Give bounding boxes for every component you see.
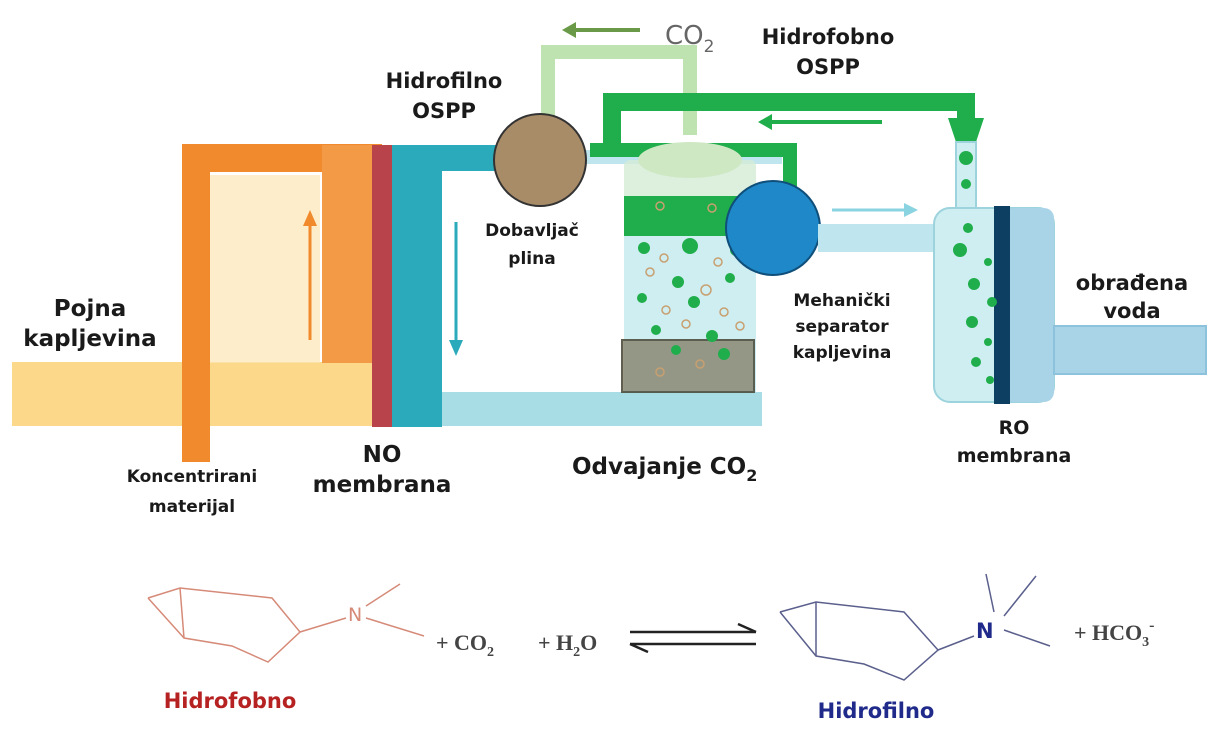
hydrophilic-molecule (779, 573, 1051, 681)
hydrophilic-nitrogen: N (976, 619, 994, 643)
hydrophilic-caption: Hidrofilno (818, 699, 935, 723)
bubble (672, 276, 684, 288)
bubble (695, 359, 705, 369)
bubble (713, 257, 723, 267)
pipe-to-ro (818, 224, 938, 252)
bubble (700, 284, 712, 296)
green-return-arrow (758, 114, 882, 130)
mechanical-separator (725, 180, 821, 276)
draw-flow-arrow (449, 222, 463, 356)
bubble (671, 345, 681, 355)
bubble (707, 203, 717, 213)
plus-co2: + CO2 (436, 630, 494, 660)
ro-vessel (933, 141, 1055, 404)
ro-bubble (984, 338, 992, 346)
ro-bubble (987, 297, 997, 307)
hydrophobic-molecule (147, 583, 425, 663)
co2-outlet-label: CO2 (665, 21, 714, 57)
co2-separation-column (621, 142, 756, 393)
filter-block (621, 339, 755, 393)
feed-stream-pale (210, 175, 320, 363)
ro-bubble (968, 278, 980, 290)
bubble (655, 367, 665, 377)
bubble (651, 325, 661, 335)
bubble (645, 267, 655, 277)
bubble (638, 242, 650, 254)
bubble (719, 307, 729, 317)
hydrophobic-caption: Hidrofobno (164, 689, 297, 713)
bubble (735, 321, 745, 331)
bubble (718, 348, 730, 360)
ro-bubbles (953, 223, 997, 384)
bubble (682, 238, 698, 254)
bubble (688, 296, 700, 308)
bubble (725, 273, 735, 283)
co2-arrow (562, 22, 640, 38)
bubble (681, 319, 691, 329)
bubble (659, 253, 669, 263)
ro-bubble (966, 316, 978, 328)
bubble (635, 209, 645, 219)
ro-bubble (963, 223, 973, 233)
hydrophobic-nitrogen: N (348, 604, 362, 626)
bubble (637, 293, 647, 303)
ro-bubble (984, 258, 992, 266)
gas-supplier (493, 113, 587, 207)
ro-bubble (971, 357, 981, 367)
ro-bubble (986, 376, 994, 384)
ro-feed-arrow (832, 203, 918, 217)
co2-separation-label: Odvajanje CO2 (572, 454, 757, 485)
bubble (706, 330, 718, 342)
bubble (661, 305, 671, 315)
ro-membrane (994, 206, 1010, 404)
treated-water-pipe (1053, 325, 1207, 375)
concentrate-arrow (303, 210, 317, 340)
fo-membrane (372, 145, 392, 427)
bubble (655, 201, 665, 211)
ro-bubble (953, 243, 967, 257)
plus-h2o: + H2O (538, 630, 597, 660)
plus-hco3: + HCO3- (1074, 617, 1154, 650)
equilibrium-arrows (629, 622, 757, 654)
bubble (682, 208, 694, 220)
